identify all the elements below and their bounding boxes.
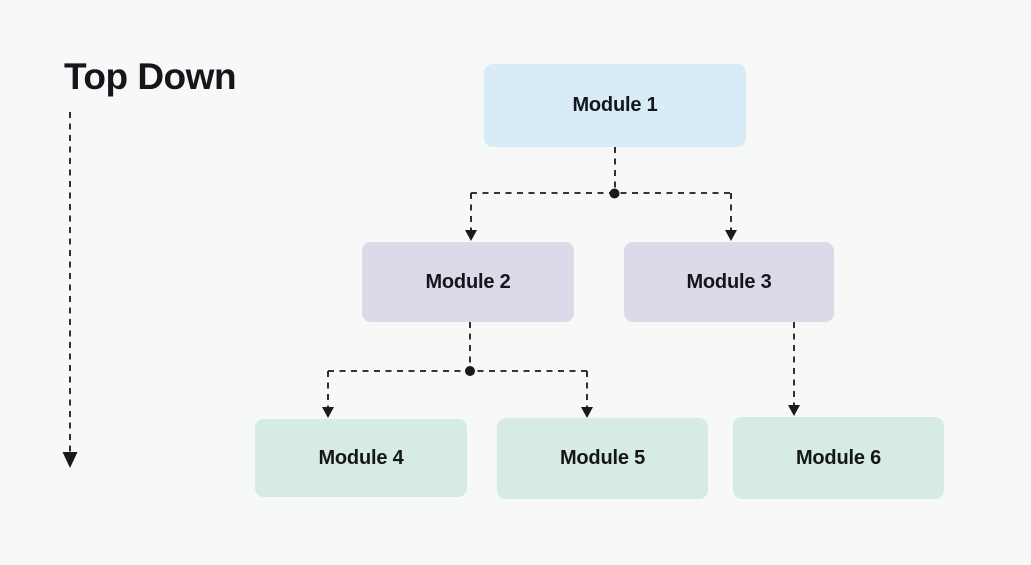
node-module-2-label: Module 2 bbox=[425, 270, 511, 293]
junction-dot-module2 bbox=[465, 366, 475, 376]
arrowhead-module6 bbox=[788, 405, 800, 416]
node-module-2: Module 2 bbox=[362, 242, 574, 322]
node-module-6-label: Module 6 bbox=[795, 446, 882, 469]
top-down-direction-arrowhead bbox=[62, 452, 78, 468]
node-module-1: Module 1 bbox=[484, 64, 746, 147]
node-module-5: Module 5 bbox=[497, 418, 708, 499]
node-module-3: Module 3 bbox=[624, 242, 834, 322]
arrowhead-module2 bbox=[465, 230, 477, 241]
node-module-5-label: Module 5 bbox=[559, 447, 646, 469]
arrowhead-module4 bbox=[322, 407, 334, 418]
arrowhead-module3 bbox=[725, 230, 737, 241]
page-title: Top Down bbox=[64, 56, 237, 97]
arrowhead-module5 bbox=[581, 407, 593, 418]
node-module-1-label: Module 1 bbox=[572, 94, 658, 116]
node-module-3-label: Module 3 bbox=[686, 270, 772, 293]
node-module-4-label: Module 4 bbox=[318, 446, 404, 469]
node-module-4: Module 4 bbox=[255, 419, 467, 497]
junction-dot-module1 bbox=[609, 188, 620, 199]
node-module-6: Module 6 bbox=[733, 417, 944, 499]
